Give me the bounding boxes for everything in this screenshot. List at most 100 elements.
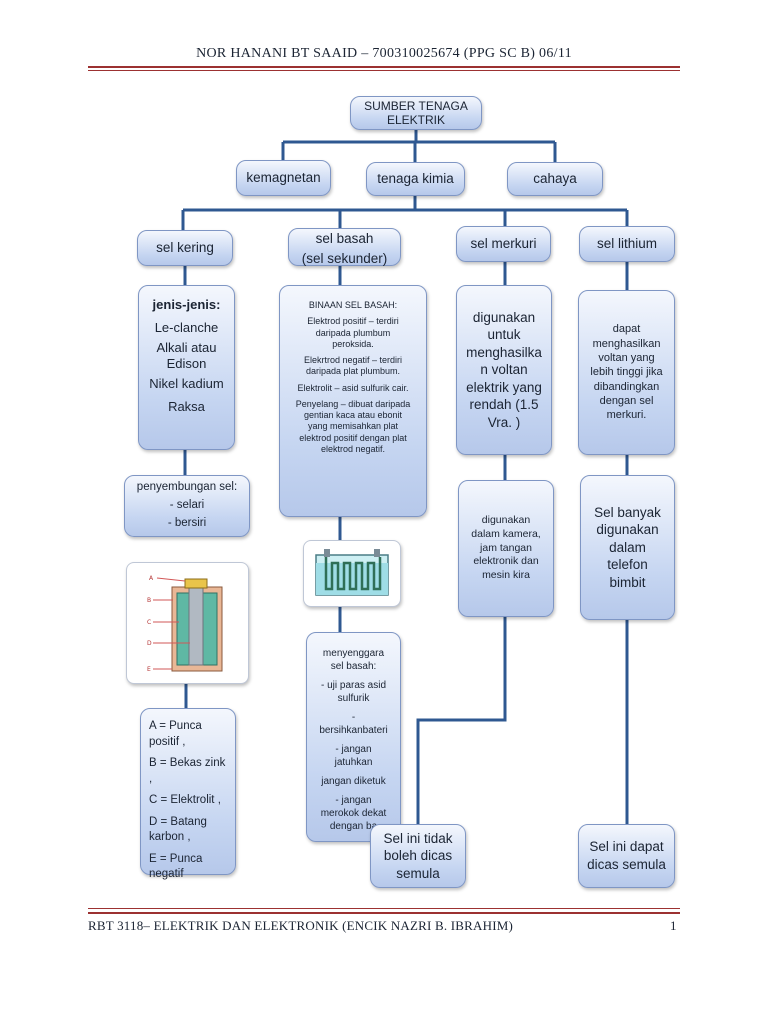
diagram-label-c: C	[147, 619, 151, 626]
diagram-label-e: E	[147, 666, 151, 673]
footer-course: RBT 3118– ELEKTRIK DAN ELEKTRONIK (ENCIK…	[88, 918, 514, 933]
merkuri-use-line: menghasilka	[466, 344, 542, 360]
lithium-use-line: voltan yang	[598, 352, 655, 365]
lithium-app-line: bimbit	[609, 574, 646, 590]
dry-cell-diagram: A B C D E	[126, 562, 249, 684]
legend-line: E = Punca	[149, 852, 203, 865]
wet-cell-illustration	[315, 549, 389, 596]
page-number: 1	[670, 918, 677, 933]
merkuri-note-line: semula	[396, 865, 440, 881]
binaan-line: daripada plumbum	[315, 327, 391, 338]
page-header: NOR HANANI BT SAAID – 700310025674 (PPG …	[196, 46, 572, 61]
merkuri-use-line: untuk	[487, 327, 521, 343]
merkuri-app-line: jam tangan	[480, 541, 532, 554]
jaga-line: - uji paras asid	[320, 680, 387, 691]
merkuri-note-line: boleh dicas	[383, 848, 453, 864]
merkuri-app-line: digunakan	[481, 514, 531, 527]
jaga-line: menyenggara	[322, 648, 385, 659]
lithium-note-line: Sel ini dapat	[589, 839, 664, 855]
root-node: SUMBER TENAGA ELEKTRIK	[350, 96, 482, 130]
penyembungan-box: penyembungan sel: - selari - bersiri	[124, 475, 250, 537]
lithium-note-line: dicas semula	[587, 857, 666, 872]
merkuri-note-line: Sel ini tidak	[383, 830, 453, 846]
jaga-line: - jangan	[335, 744, 372, 755]
binaan-line: elektrod negatif.	[320, 443, 386, 454]
merkuri-app-line: mesin kira	[482, 568, 530, 581]
binaan-line: elektrod positif dengan plat	[299, 432, 407, 443]
jenis-item: Alkali atau	[156, 339, 217, 355]
jenis-item: Le-clanche	[154, 319, 219, 335]
penyembungan-item: - bersiri	[167, 516, 207, 529]
binaan-line: yang memisahkan plat	[307, 421, 399, 432]
cell-lithium-label: sel lithium	[596, 235, 658, 251]
diagram-label-a: A	[149, 575, 154, 582]
source-kimia-label: tenaga kimia	[377, 170, 454, 186]
lithium-use-line: merkuri.	[606, 409, 647, 422]
cell-lithium: sel lithium	[579, 226, 675, 262]
legend-line: karbon ,	[149, 831, 191, 844]
lithium-note-box: Sel ini dapat dicas semula	[578, 824, 675, 888]
root-line-2: ELEKTRIK	[386, 113, 446, 127]
penyembungan-title: penyembungan sel:	[136, 481, 238, 494]
source-kemagnetan-label: kemagnetan	[246, 169, 321, 185]
jaga-line: bersihkanbateri	[319, 725, 388, 736]
diagram-label-b: B	[147, 597, 151, 604]
merkuri-use-line: Vra. )	[487, 414, 521, 430]
lithium-use-box: dapat menghasilkan voltan yang lebih tin…	[578, 290, 675, 455]
merkuri-app-line: dalam kamera,	[471, 528, 541, 541]
legend-line: negatif	[149, 868, 184, 881]
wet-cell-diagram	[303, 540, 401, 607]
merkuri-use-line: rendah (1.5	[469, 397, 539, 413]
binaan-box: BINAAN SEL BASAH: Elektrod positif – ter…	[279, 285, 427, 517]
cell-basah-sublabel: (sel sekunder)	[301, 250, 388, 266]
jaga-line: -	[351, 712, 356, 723]
jenis-item: Raksa	[168, 399, 205, 415]
merkuri-app-box: digunakan dalam kamera, jam tangan elekt…	[458, 480, 554, 617]
lithium-app-line: dalam	[609, 539, 646, 555]
lithium-app-line: digunakan	[596, 522, 659, 538]
legend-line: positif ,	[149, 735, 186, 748]
legend-line: A = Punca	[149, 720, 202, 732]
lithium-use-line: dengan sel	[599, 394, 654, 407]
root-line-1: SUMBER TENAGA	[364, 98, 468, 113]
penyembungan-item: - selari	[169, 499, 205, 512]
footer-rule-thin	[88, 908, 680, 909]
jaga-line: merokok dekat	[320, 808, 387, 819]
lithium-app-line: telefon	[607, 557, 648, 573]
merkuri-use-box: digunakan untuk menghasilka n voltan ele…	[456, 285, 552, 455]
cell-kering-label: sel kering	[156, 239, 214, 255]
jaga-line: dengan ba	[329, 821, 378, 832]
legend-box: A = Punca positif , B = Bekas zink , C =…	[140, 708, 236, 880]
binaan-line: gentian kaca atau ebonit	[303, 410, 403, 420]
merkuri-note-box: Sel ini tidak boleh dicas semula	[370, 824, 466, 888]
binaan-line: Penyelang – dibuat daripada	[295, 398, 411, 409]
cell-basah: sel basah (sel sekunder)	[288, 228, 401, 266]
lithium-use-line: dibandingkan	[593, 380, 660, 393]
source-cahaya: cahaya	[507, 162, 603, 196]
jaga-line: - jangan	[335, 795, 372, 806]
jenis-item: Nikel kadium	[149, 376, 224, 392]
cell-merkuri: sel merkuri	[456, 226, 551, 262]
merkuri-use-line: digunakan	[472, 309, 536, 325]
jenis-box: jenis-jenis: Le-clanche Alkali atau Edis…	[138, 285, 235, 450]
jenis-item: Edison	[166, 356, 207, 372]
jaga-line: jangan diketuk	[321, 776, 386, 787]
jaga-line: jatuhkan	[334, 757, 373, 768]
jaga-box: menyenggara sel basah: - uji paras asid …	[306, 632, 401, 842]
legend-line: C = Elektrolit ,	[149, 794, 221, 807]
lithium-use-line: dapat	[612, 323, 641, 336]
jaga-line: sulfurik	[337, 693, 370, 704]
source-cahaya-label: cahaya	[533, 170, 577, 186]
binaan-line: Elektrolit – asid sulfurik cair.	[297, 382, 409, 393]
binaan-line: Elektrod positif – terdiri	[307, 316, 399, 327]
jenis-title: jenis-jenis:	[152, 297, 221, 312]
legend-line: D = Batang	[149, 815, 207, 828]
merkuri-use-line: elektrik yang	[466, 379, 542, 395]
lithium-app-line: Sel banyak	[594, 504, 661, 520]
legend-line: B = Bekas zink ,	[149, 757, 226, 785]
footer-rule	[88, 912, 680, 914]
source-kemagnetan: kemagnetan	[236, 160, 331, 196]
lithium-app-box: Sel banyak digunakan dalam telefon bimbi…	[580, 475, 675, 620]
source-kimia: tenaga kimia	[366, 162, 465, 196]
